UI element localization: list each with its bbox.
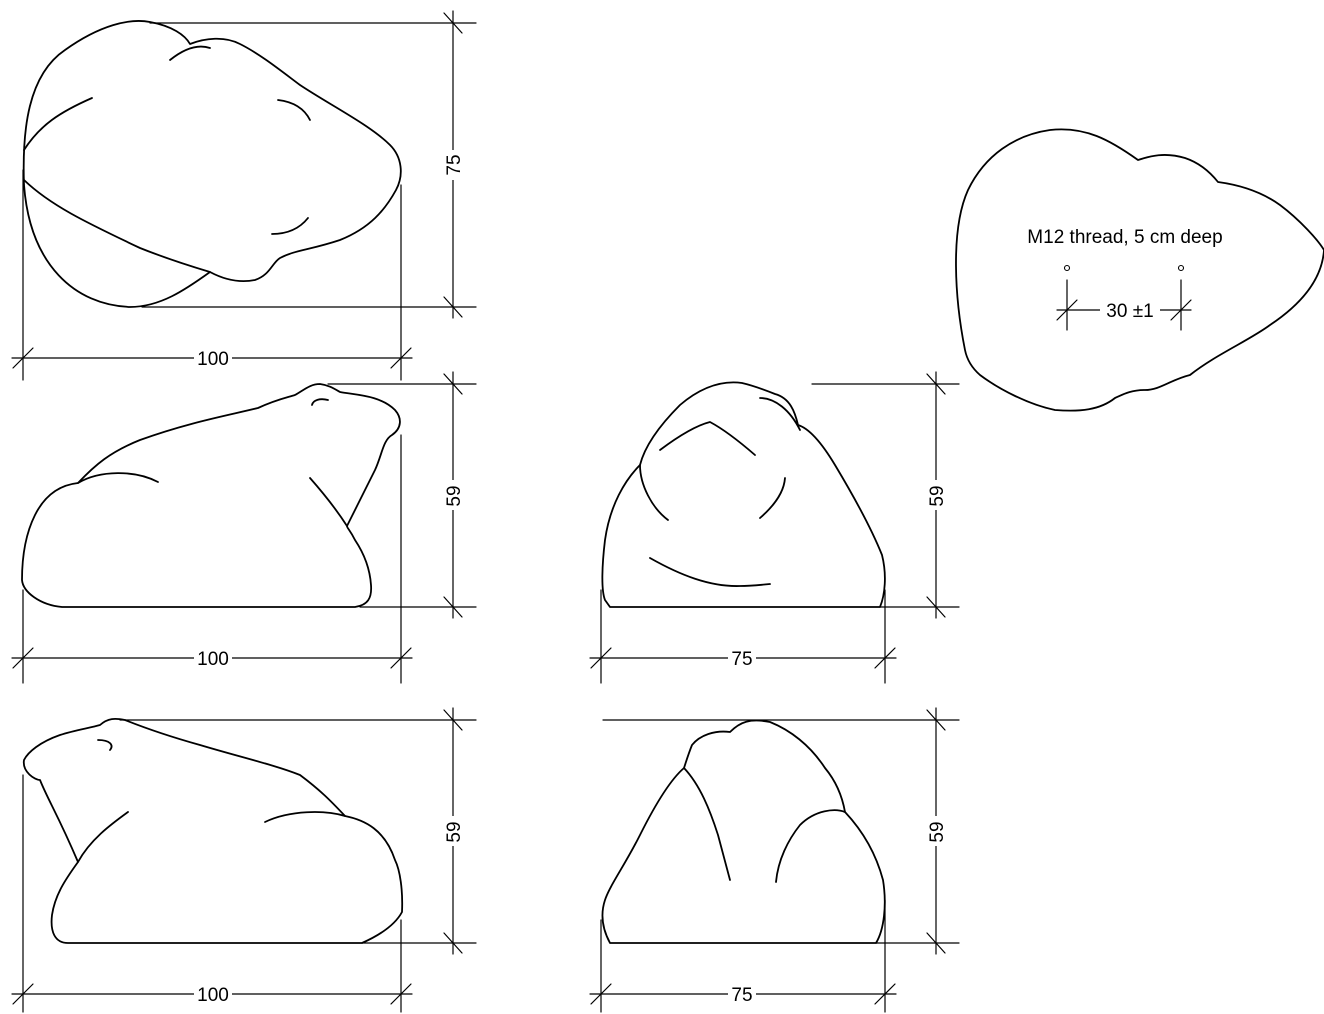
side-right-height-label: 59	[444, 485, 465, 506]
hole-tick-left	[1056, 299, 1078, 321]
side-left-height-label-bg	[444, 816, 462, 846]
front-view-width-label-bg	[728, 648, 756, 668]
back-view-tick-left	[590, 983, 612, 1005]
top-view-depth-label-bg	[444, 150, 462, 180]
back-view-tick-right	[874, 983, 896, 1005]
top-view-fold-lower	[23, 179, 211, 273]
side-left-eye	[97, 739, 113, 751]
top-view-tick-bottom	[443, 296, 463, 318]
back-view-fold-right	[775, 809, 846, 883]
side-left-tick-top	[443, 709, 463, 731]
front-view-ear	[759, 397, 801, 431]
side-left-tick-right	[390, 983, 412, 1005]
side-right-height-label-bg	[444, 480, 462, 510]
top-view-fold-upper	[169, 45, 211, 61]
side-right-width-label: 100	[197, 649, 229, 670]
front-view-height-label: 59	[927, 485, 948, 506]
side-right-tick-bottom	[443, 596, 463, 618]
side-left-width-label-bg	[194, 984, 232, 1004]
front-view-tick-bottom	[926, 596, 946, 618]
side-right-tick-left	[12, 647, 34, 669]
back-view-width-label-bg	[728, 984, 756, 1004]
side-right-tick-right	[390, 647, 412, 669]
top-view-tick-right	[390, 347, 412, 369]
front-view-tick-top	[926, 373, 946, 395]
top-view: 75 100	[11, 10, 477, 381]
thread-hole-right	[1177, 264, 1185, 272]
front-view-width-label: 75	[731, 649, 752, 670]
top-view-eye-lower	[271, 217, 309, 235]
side-right-tick-top	[443, 373, 463, 395]
side-left-outline	[23, 717, 404, 944]
front-view-head-left	[639, 464, 669, 521]
back-view: 59 75	[589, 707, 960, 1013]
side-right-outline	[21, 383, 401, 608]
top-view-width-label: 100	[197, 349, 229, 370]
back-view-outline	[601, 719, 886, 944]
top-view-tick-left	[12, 347, 34, 369]
side-right-fold-haunch	[77, 472, 159, 484]
side-left-height-label: 59	[444, 821, 465, 842]
side-view-right: 59 100	[11, 371, 477, 684]
top-view-fold-left	[23, 97, 93, 151]
top-view-tick-top	[443, 12, 463, 34]
thread-hole-left	[1063, 264, 1071, 272]
back-view-tick-bottom	[926, 932, 946, 954]
front-view-cheek	[759, 477, 786, 519]
back-view-width-label: 75	[731, 985, 752, 1006]
front-view-height-label-bg	[927, 480, 945, 510]
side-right-eye	[311, 398, 329, 406]
top-view-eye-upper	[277, 99, 311, 121]
side-left-tick-left	[12, 983, 34, 1005]
back-view-height-label-bg	[927, 816, 945, 846]
back-view-height-label: 59	[927, 821, 948, 842]
side-right-width-label-bg	[194, 648, 232, 668]
front-view-outline	[601, 381, 886, 608]
side-left-haunch	[264, 811, 346, 823]
back-view-tick-top	[926, 709, 946, 731]
side-right-leg	[309, 477, 348, 527]
back-view-fold-center	[683, 767, 731, 881]
base-outline	[955, 128, 1324, 412]
front-view-tick-right	[874, 647, 896, 669]
side-left-width-label: 100	[197, 985, 229, 1006]
base-note: M12 thread, 5 cm deep	[1027, 227, 1222, 248]
hole-spacing-label-bg	[1100, 300, 1160, 320]
hole-spacing-label: 30 ±1	[1106, 301, 1153, 322]
top-view-depth-label: 75	[444, 154, 465, 175]
side-left-tick-bottom	[443, 932, 463, 954]
base-detail: M12 thread, 5 cm deep 30 ±1	[955, 128, 1324, 412]
side-view-left: 59 100	[11, 707, 477, 1013]
top-view-width-label-bg	[194, 348, 232, 368]
front-view-chin	[649, 557, 771, 587]
front-view: 59 75	[589, 371, 960, 684]
hole-tick-right	[1170, 299, 1192, 321]
front-view-brow	[659, 421, 756, 456]
side-left-leg	[77, 811, 129, 863]
top-view-outline	[22, 20, 402, 308]
front-view-tick-left	[590, 647, 612, 669]
